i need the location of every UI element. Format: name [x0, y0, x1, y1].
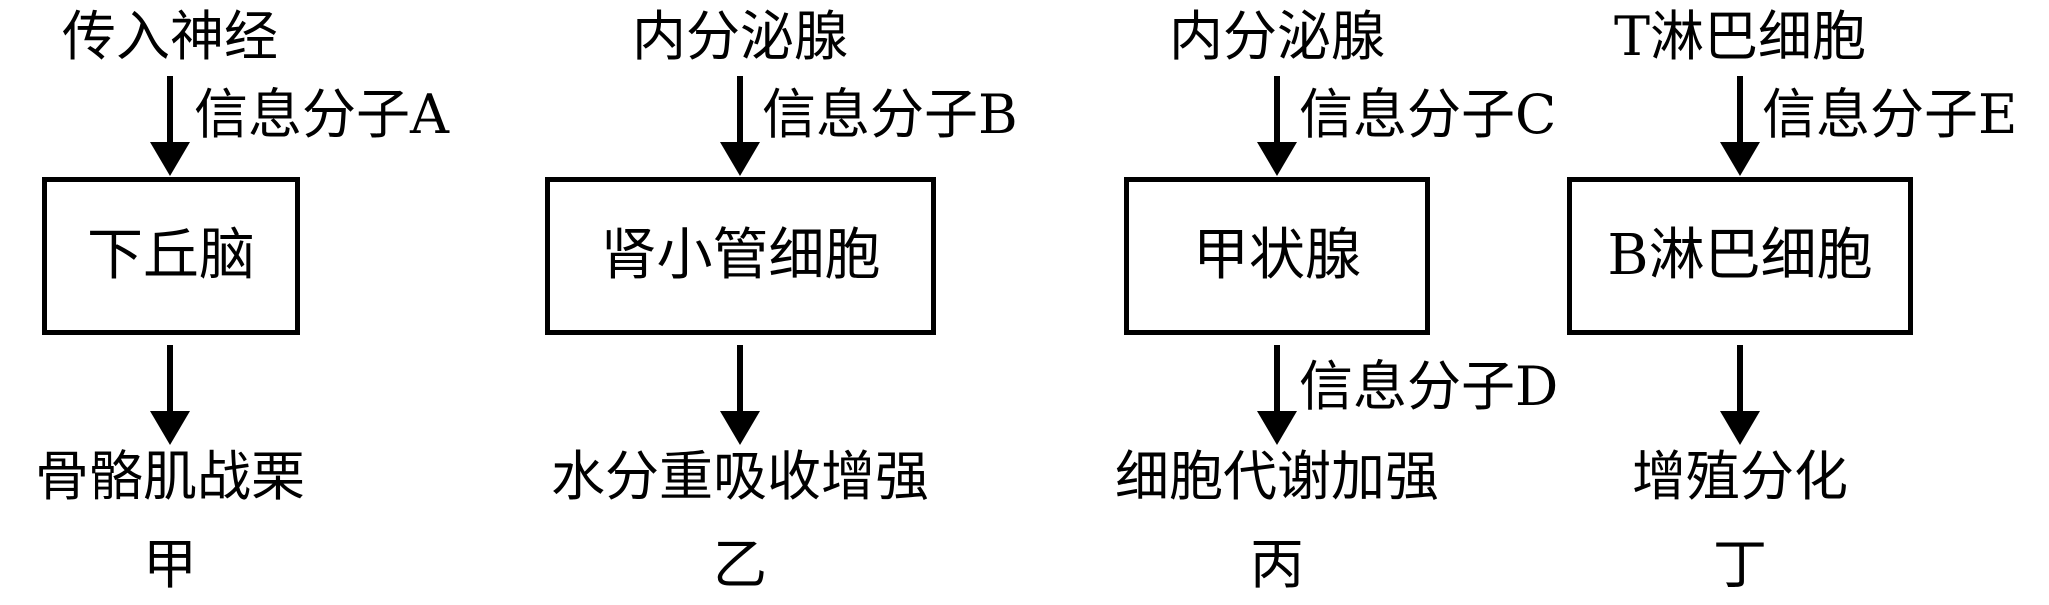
target-box: 甲状腺	[1124, 177, 1430, 335]
target-label: 下丘脑	[87, 223, 255, 288]
molecule-in-label: 信息分子B	[762, 83, 1018, 146]
target-box: 下丘脑	[42, 177, 300, 335]
molecule-out-label: 信息分子D	[1299, 355, 1559, 418]
molecule-in-label: 信息分子E	[1762, 83, 2018, 146]
source-label: T淋巴细胞	[1613, 5, 1867, 68]
panel-yi: 内分泌腺 信息分子B 肾小管细胞 水分重吸收增强 乙	[545, 5, 1018, 596]
panel-label: 丁	[1713, 533, 1767, 596]
panel-jia: 传入神经 信息分子A 下丘脑 骨骼肌战栗 甲	[0, 0, 480, 605]
arrow-down	[150, 76, 190, 176]
arrow-down	[720, 76, 760, 176]
target-label: B淋巴细胞	[1607, 223, 1873, 288]
target-label: 甲状腺	[1193, 223, 1361, 288]
panel-bing: 内分泌腺 信息分子C 甲状腺 信息分子D 细胞代谢加强 丙	[1115, 5, 1559, 596]
source-label: 内分泌腺	[632, 5, 848, 68]
panel-label: 丙	[1250, 533, 1304, 596]
panel-label: 乙	[713, 533, 767, 596]
effect-label: 增殖分化	[1632, 445, 1848, 508]
molecule-in-label: 信息分子A	[194, 83, 449, 146]
arrow-down	[1257, 345, 1297, 445]
target-label: 肾小管细胞	[600, 223, 881, 288]
source-label: 内分泌腺	[1169, 5, 1385, 68]
source-label: 传入神经	[62, 5, 278, 68]
molecule-in-label: 信息分子C	[1299, 83, 1557, 146]
target-box: B淋巴细胞	[1567, 177, 1913, 335]
panel-label: 甲	[143, 533, 197, 596]
arrow-down	[150, 345, 190, 445]
arrow-down	[720, 345, 760, 445]
effect-label: 水分重吸收增强	[551, 445, 929, 508]
effect-label: 细胞代谢加强	[1115, 445, 1439, 508]
arrow-down	[1720, 76, 1760, 176]
arrow-down	[1720, 345, 1760, 445]
effect-label: 骨骼肌战栗	[35, 445, 305, 508]
arrow-down	[1257, 76, 1297, 176]
target-box: 肾小管细胞	[545, 177, 936, 335]
